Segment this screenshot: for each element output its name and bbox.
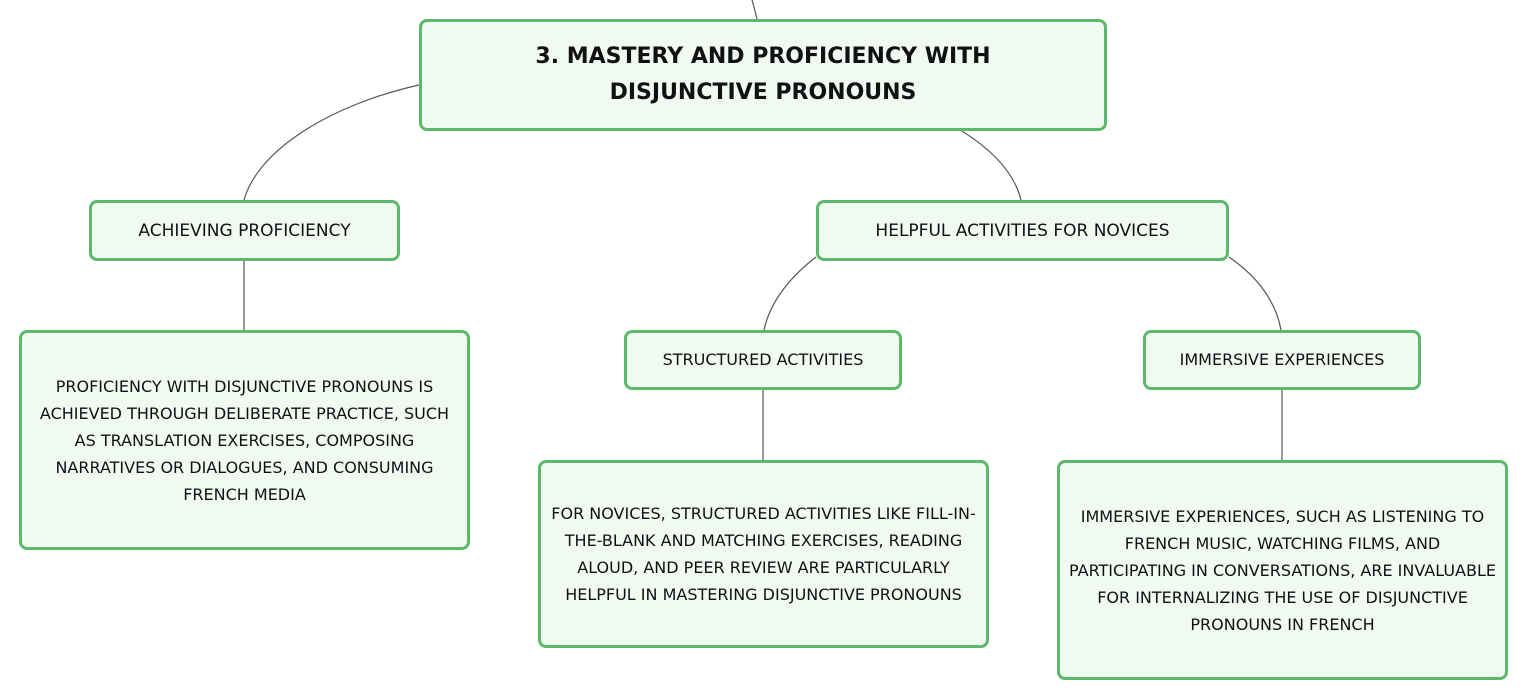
immersive-experiences-detail-text: IMMERSIVE EXPERIENCES, SUCH AS LISTENING… [1069, 506, 1496, 634]
helpful-activities-label: HELPFUL ACTIVITIES FOR NOVICES [875, 220, 1170, 241]
connector-helpful-to-structured [763, 256, 817, 331]
proficiency-detail-node[interactable]: PROFICIENCY WITH DISJUNCTIVE PRONOUNS IS… [19, 330, 470, 550]
structured-activities-detail-node[interactable]: FOR NOVICES, STRUCTURED ACTIVITIES LIKE … [538, 460, 989, 648]
root-topic-node[interactable]: 3. MASTERY AND PROFICIENCY WITH DISJUNCT… [419, 19, 1107, 131]
achieving-proficiency-label: ACHIEVING PROFICIENCY [138, 220, 351, 241]
connector-root-to-helpful [961, 130, 1022, 201]
root-topic-label: 3. MASTERY AND PROFICIENCY WITH DISJUNCT… [535, 44, 991, 105]
proficiency-detail-text: PROFICIENCY WITH DISJUNCTIVE PRONOUNS IS… [39, 376, 450, 504]
connector-parent-to-root [751, 0, 758, 20]
connector-root-to-achieving [243, 84, 420, 201]
immersive-experiences-label: IMMERSIVE EXPERIENCES [1179, 350, 1385, 369]
structured-activities-node[interactable]: STRUCTURED ACTIVITIES [624, 330, 902, 390]
immersive-experiences-detail-node[interactable]: IMMERSIVE EXPERIENCES, SUCH AS LISTENING… [1057, 460, 1508, 680]
connector-helpful-to-immersive [1228, 256, 1282, 331]
structured-activities-label: STRUCTURED ACTIVITIES [662, 350, 864, 369]
achieving-proficiency-node[interactable]: ACHIEVING PROFICIENCY [89, 200, 400, 261]
helpful-activities-node[interactable]: HELPFUL ACTIVITIES FOR NOVICES [816, 200, 1229, 261]
immersive-experiences-node[interactable]: IMMERSIVE EXPERIENCES [1143, 330, 1421, 390]
structured-activities-detail-text: FOR NOVICES, STRUCTURED ACTIVITIES LIKE … [551, 504, 976, 604]
